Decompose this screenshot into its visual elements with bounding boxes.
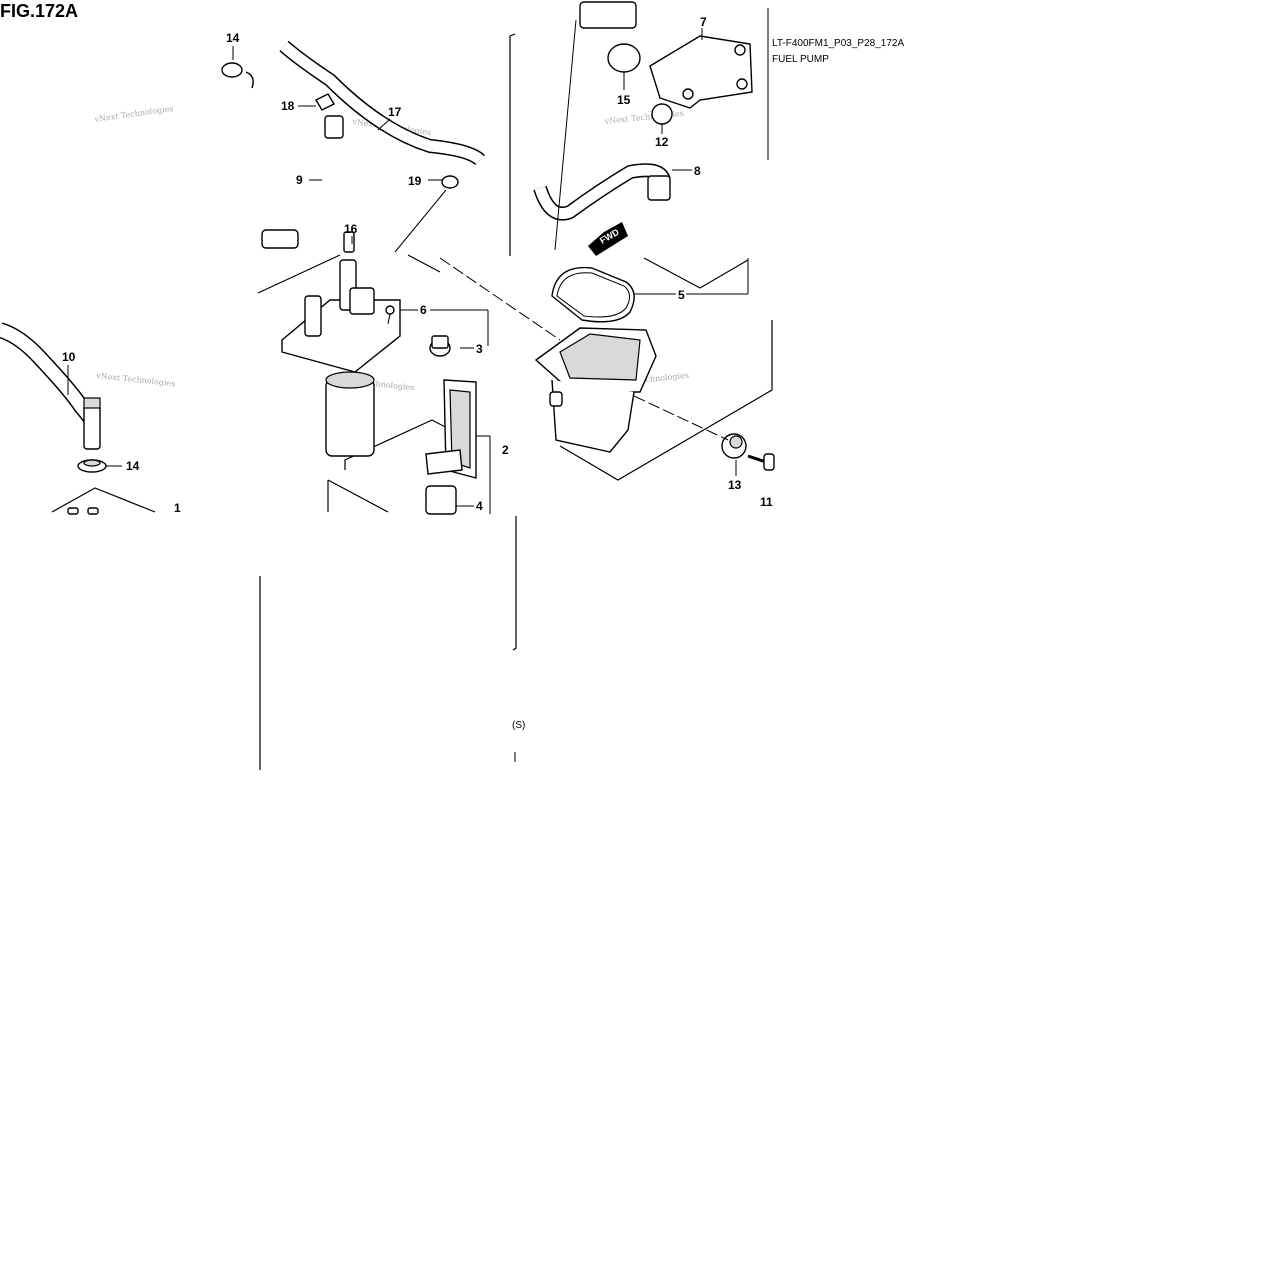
grommet-part-12 xyxy=(651,103,673,125)
callout-3: 3 xyxy=(476,342,483,356)
filter-part-4 xyxy=(425,449,463,515)
figure-title: FIG.172A xyxy=(0,1,78,21)
hose-part-10 xyxy=(0,322,101,450)
harness-part-9 xyxy=(261,115,344,249)
callout-16: 16 xyxy=(344,222,358,236)
frame-line xyxy=(512,516,517,651)
callout-6: 6 xyxy=(420,303,427,317)
frame-line xyxy=(643,257,749,289)
bracket-part-7 xyxy=(649,35,753,109)
gasket-part-5 xyxy=(551,266,635,323)
grommet-part-13 xyxy=(721,433,747,459)
section-name: FUEL PUMP xyxy=(772,54,829,65)
pump-case-housing xyxy=(534,327,657,453)
callout-9: 9 xyxy=(296,173,303,187)
bolt-part-11 xyxy=(747,453,775,471)
hose-part-17 xyxy=(279,40,485,166)
callout-17: 17 xyxy=(388,105,402,119)
callout-7: 7 xyxy=(700,15,707,29)
callout-numbers: 1 2 3 4 5 6 7 8 9 10 11 12 13 14 14 15 1… xyxy=(62,15,773,515)
leader-lines xyxy=(67,19,749,514)
assembly-frames: (S) xyxy=(51,33,773,770)
callout-15: 15 xyxy=(617,93,631,107)
harness-part-8 xyxy=(533,163,671,221)
callout-8: 8 xyxy=(694,164,701,178)
callout-5: 5 xyxy=(678,288,685,302)
callout-18: 18 xyxy=(281,99,295,113)
frame-line xyxy=(51,487,156,513)
callout-14-upper: 14 xyxy=(226,31,240,45)
callout-10: 10 xyxy=(62,350,76,364)
callout-1: 1 xyxy=(174,501,181,515)
frame-line xyxy=(327,479,389,513)
callout-4: 4 xyxy=(476,499,483,513)
clip-part-18 xyxy=(315,93,335,111)
callout-19: 19 xyxy=(408,174,422,188)
callout-13: 13 xyxy=(728,478,742,492)
frame-line xyxy=(257,254,341,294)
partial-mark: (S) xyxy=(512,720,525,731)
regulator-part-15 xyxy=(579,1,641,73)
callout-14-lower: 14 xyxy=(126,459,140,473)
hose-clamp-14-upper xyxy=(221,62,254,89)
hose-clamp-14-lower xyxy=(77,459,107,473)
pump-assembly-top-part-16 xyxy=(281,231,401,373)
callout-2: 2 xyxy=(502,443,509,457)
clamp-part-19 xyxy=(441,175,459,189)
screw-part-6 xyxy=(385,305,395,325)
callout-11: 11 xyxy=(760,495,773,509)
watermark: vNext Technologies xyxy=(95,371,176,388)
watermark: vNext Technologies xyxy=(93,104,174,124)
frame-line xyxy=(559,320,773,481)
callout-12: 12 xyxy=(655,135,669,149)
frame-line xyxy=(509,33,516,256)
fwd-arrow: FWD xyxy=(588,222,628,256)
frame-line xyxy=(407,254,441,273)
fitting-part-3 xyxy=(429,335,451,357)
part-1-fittings xyxy=(67,507,99,515)
model-code: LT-F400FM1_P03_P28_172A xyxy=(772,38,904,49)
